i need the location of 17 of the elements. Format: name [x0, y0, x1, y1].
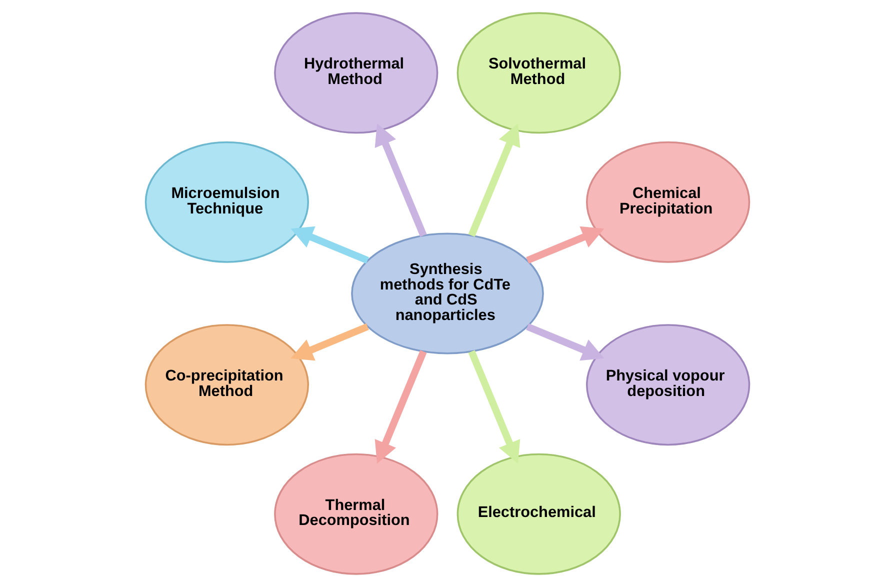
- node-ellipse: Hydrothermal Method: [274, 12, 438, 134]
- node-ellipse: Electrochemical: [456, 453, 620, 575]
- arrow: [526, 323, 604, 361]
- node-ellipse: Physical vopour deposition: [586, 324, 750, 446]
- arrow: [290, 226, 368, 264]
- node-ellipse: Microemulsion Technique: [144, 141, 308, 263]
- arrow: [468, 123, 520, 237]
- arrow: [526, 226, 604, 264]
- arrow: [290, 323, 368, 361]
- node-ellipse: Solvothermal Method: [456, 12, 620, 134]
- node-ellipse: Synthesis methods for CdTe and CdS nanoparticles: [350, 232, 544, 354]
- node-ellipse: Co-precipitation Method: [144, 324, 308, 446]
- arrow: [374, 123, 426, 237]
- arrow: [374, 350, 426, 464]
- arrow: [468, 350, 520, 464]
- node-ellipse: Chemical Precipitation: [586, 141, 750, 263]
- node-ellipse: Thermal Decomposition: [274, 453, 438, 575]
